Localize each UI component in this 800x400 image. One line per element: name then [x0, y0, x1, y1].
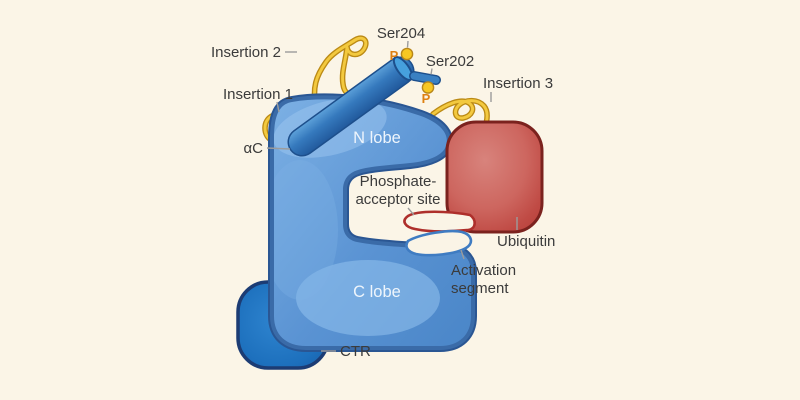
leader-phosphate-acceptor: [407, 207, 415, 216]
ser204-label: Ser204: [377, 25, 425, 42]
activation-segment-loop: [405, 229, 473, 257]
insertion-3-label: Insertion 3: [483, 75, 553, 92]
ser202-stub: [410, 72, 440, 84]
leader-lines: [266, 40, 518, 352]
phosphate-ser204-circle: [400, 47, 414, 61]
leader-ser202: [430, 68, 433, 75]
ctr-label: CTR: [340, 343, 371, 360]
phosphate-ser202-circle: [421, 81, 435, 94]
phosphate-p-ser202-label: P: [422, 91, 431, 106]
n-lobe-label: N lobe: [353, 129, 401, 147]
phosphate-p-ser204-label: P: [390, 48, 399, 63]
insertion-2-label: Insertion 2: [211, 44, 281, 61]
activation-segment-label-line1: Activation: [451, 262, 516, 279]
phosphate-acceptor-loop: [403, 210, 476, 233]
insertion-1-label: Insertion 1: [223, 86, 293, 103]
leader-insertion-1: [276, 101, 280, 113]
leader-ser204: [406, 40, 409, 48]
ser202-label: Ser202: [426, 53, 474, 70]
phosphate-acceptor-label-line1: Phosphate-: [360, 173, 437, 190]
c-lobe-label: C lobe: [353, 283, 401, 301]
ubiquitin-label: Ubiquitin: [497, 233, 555, 250]
alpha-c-label: αC: [243, 140, 263, 157]
phosphate-acceptor-label-line2: acceptor site: [355, 191, 440, 208]
leader-activation-segment: [460, 249, 465, 260]
activation-segment-label-line2: segment: [451, 280, 509, 297]
alpha-c-helix: [287, 56, 441, 157]
leader-alpha-c: [266, 147, 291, 150]
ubiquitin-shape: [445, 120, 544, 234]
